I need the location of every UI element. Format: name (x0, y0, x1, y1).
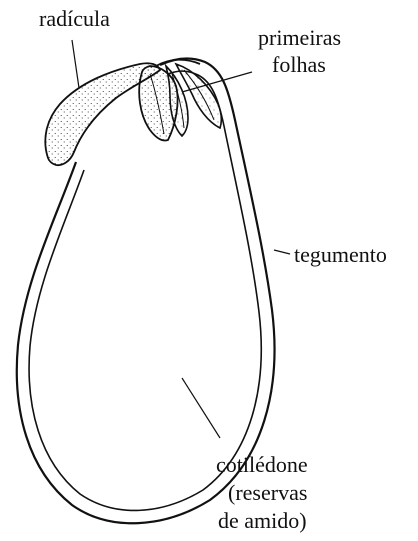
radicle-label: radícula (39, 6, 110, 31)
cotyledon-label-line2: (reservas (228, 480, 307, 505)
cotyledon-label-line1: cotilédone (216, 452, 308, 477)
first-leaves-label-line2: folhas (272, 52, 326, 77)
seed-coat-label: tegumento (294, 242, 387, 267)
seed-coat-leader-line (274, 250, 290, 254)
first-leaves-label-line1: primeiras (258, 25, 341, 50)
radicle-leader-line (72, 40, 79, 88)
cotyledon-leader-line (182, 378, 220, 438)
cotyledon-label-line3: de amido) (218, 508, 307, 533)
